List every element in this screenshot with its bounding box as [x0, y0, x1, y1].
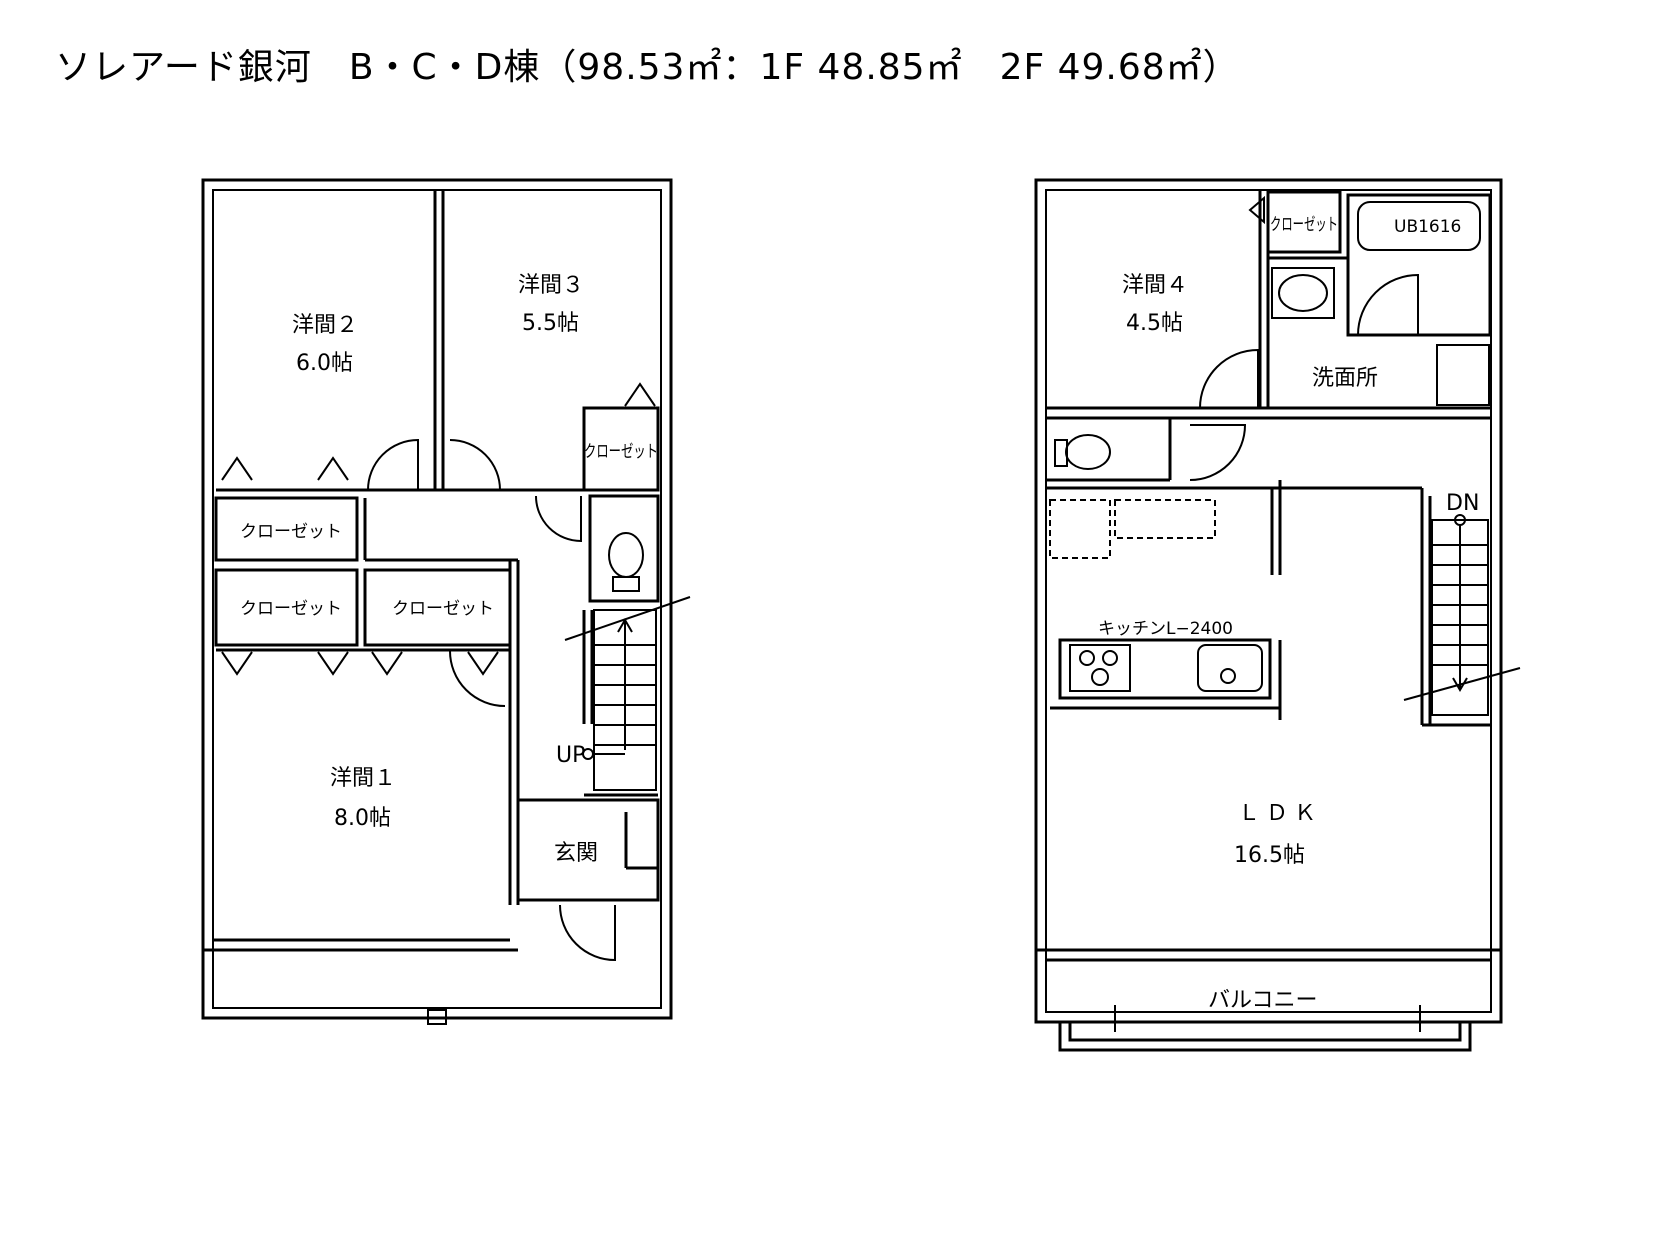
floor1-closet-b [214, 568, 359, 647]
kitchen-label: キッチンL−2400 [1098, 619, 1233, 639]
floor2-kitchen-cabinets [1049, 499, 1216, 559]
floor1-closet-d [582, 406, 660, 492]
balcony-label: バルコニー [1208, 988, 1318, 1013]
room-yoma1-name: 洋間１ [330, 766, 396, 791]
washroom-label: 洗面所 [1312, 366, 1378, 391]
closet-label-1: クローゼット [240, 522, 342, 542]
room-yoma4-size: 4.5帖 [1126, 311, 1183, 336]
room-ldk-name: ＬＤＫ [1238, 801, 1322, 826]
wash-basin-icon [1271, 267, 1335, 319]
floor2-kitchen-counter [1058, 638, 1272, 700]
sink-icon [1197, 644, 1263, 692]
floor1-toilet-icon [608, 532, 644, 592]
floor1-doors [221, 382, 656, 962]
room-yoma3-name: 洋間３ [518, 273, 584, 298]
floor1-closet-a [214, 496, 359, 562]
stair-down-label: DN [1446, 491, 1479, 516]
floor2-walls [1034, 178, 1503, 1052]
bath-label: UB1616 [1394, 217, 1461, 237]
stair-up-label: UP [556, 743, 585, 768]
floor2-stairs [1403, 514, 1521, 716]
room-yoma1-size: 8.0帖 [334, 806, 391, 831]
plan-title: ソレアード銀河 B・C・D棟（98.53㎡：1F 48.85㎡ 2F 49.68… [55, 47, 1240, 88]
floor1-walls [201, 178, 673, 1025]
floor1-outer-wall-inner [212, 189, 662, 1009]
floor1-stairs [564, 596, 691, 791]
floor2-closet [1266, 190, 1342, 254]
room-yoma3-size: 5.5帖 [522, 311, 579, 336]
floor1-entrance [516, 798, 660, 902]
stove-icon [1069, 644, 1131, 692]
floor2-toilet-icon [1054, 434, 1111, 470]
entrance-label: 玄関 [554, 841, 598, 866]
room-yoma4-name: 洋間４ [1122, 273, 1188, 298]
floor2-closet-label: クローゼット [1270, 215, 1338, 235]
floor1-outer-wall [201, 178, 673, 1020]
room-yoma2-name: 洋間２ [292, 313, 358, 338]
floor1-toilet-room [588, 494, 660, 603]
room-ldk-size: 16.5帖 [1234, 843, 1305, 868]
closet-label-3: クローゼット [392, 599, 494, 619]
closet-label-2: クローゼット [240, 599, 342, 619]
room-yoma2-size: 6.0帖 [296, 351, 353, 376]
bathtub-icon [1357, 201, 1481, 251]
floor2-doors [1114, 195, 1421, 1032]
floor2-outer-wall [1034, 178, 1503, 1024]
closet-label-4: クローゼット [584, 442, 658, 462]
